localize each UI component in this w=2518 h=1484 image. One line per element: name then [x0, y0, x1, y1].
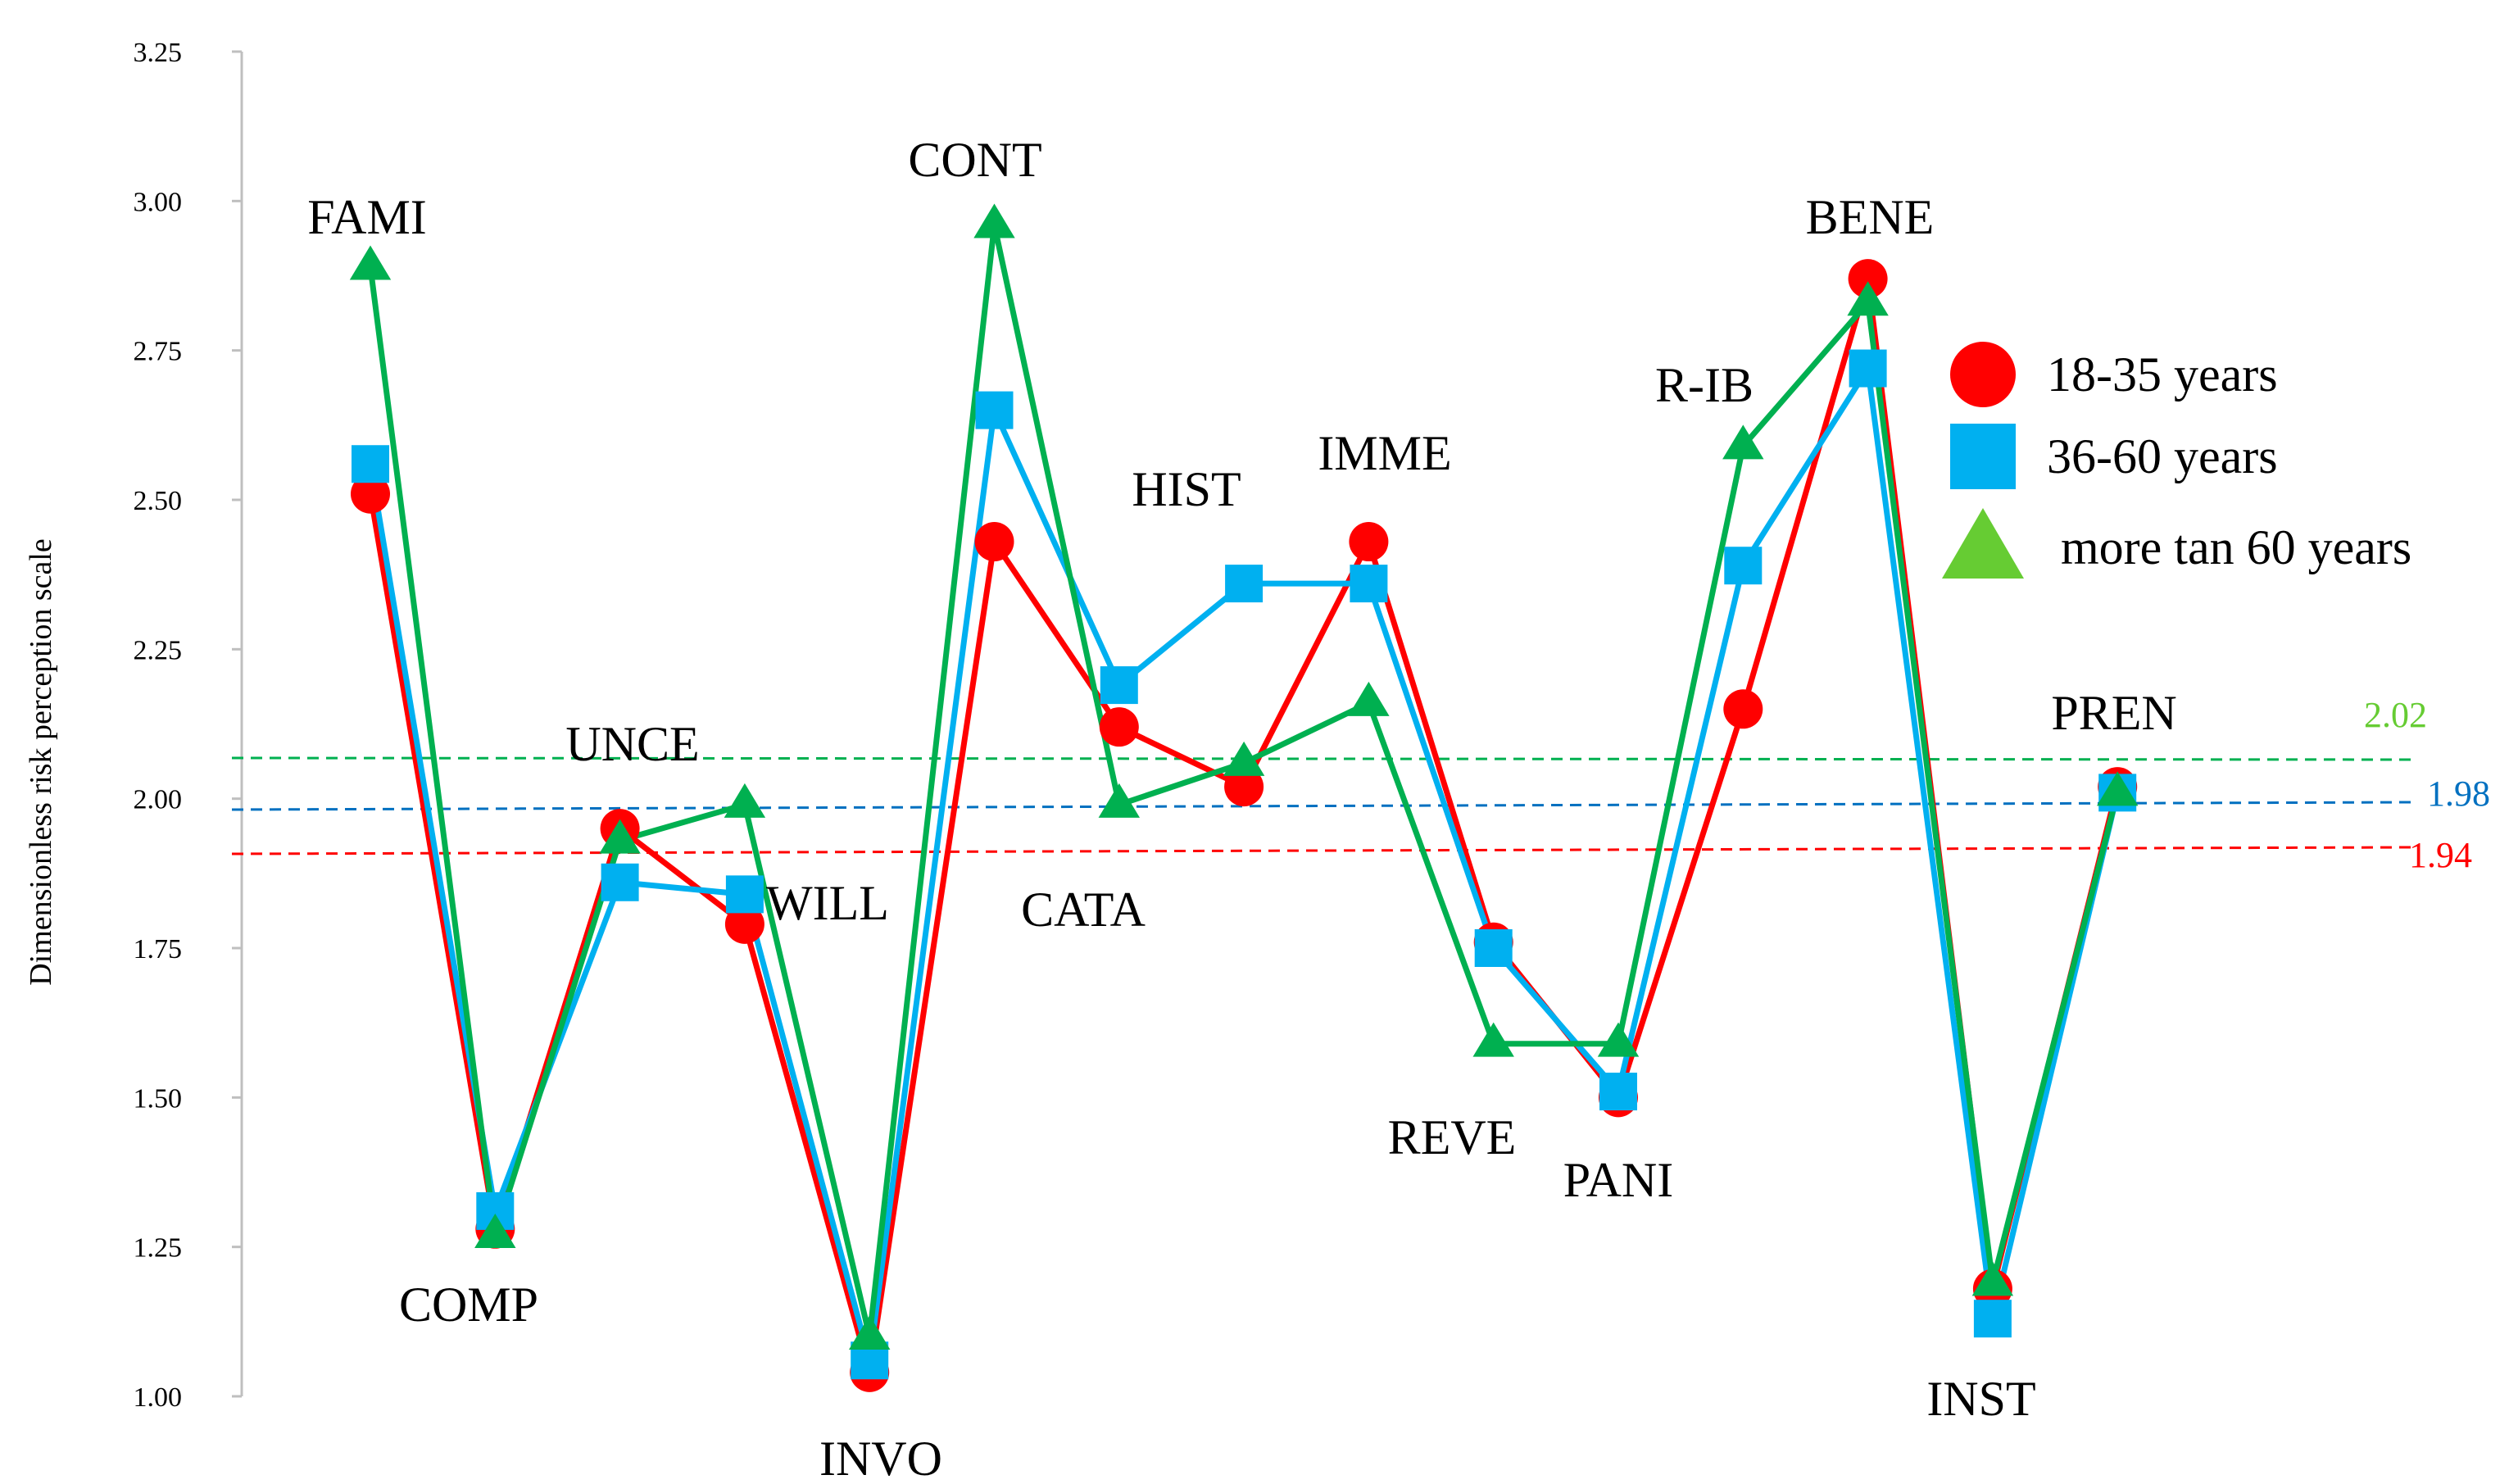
data-point — [1849, 349, 1887, 388]
data-point — [474, 1214, 516, 1249]
reference-line — [231, 801, 2414, 811]
category-label: IMME — [1318, 426, 1451, 480]
data-point — [1599, 1073, 1637, 1111]
category-label: CONT — [908, 133, 1041, 187]
legend-marker — [1950, 424, 2016, 489]
data-point — [1722, 424, 1764, 460]
reference-line-label: 1.98 — [2427, 774, 2490, 814]
legend-label: more tan 60 years — [2061, 520, 2411, 574]
data-point — [724, 783, 766, 818]
y-tick-label: 2.50 — [134, 486, 183, 516]
data-point — [1724, 547, 1763, 585]
data-point — [1225, 565, 1264, 603]
data-point — [1723, 689, 1763, 729]
data-point — [1224, 767, 1264, 807]
data-point — [2097, 771, 2139, 806]
data-point — [1847, 281, 1889, 316]
data-point — [974, 522, 1014, 562]
y-tick-label: 2.25 — [134, 635, 183, 665]
category-label: REVE — [1388, 1110, 1517, 1164]
category-label: PANI — [1563, 1153, 1674, 1207]
data-point — [725, 875, 764, 914]
data-point — [1348, 681, 1390, 716]
data-point — [973, 203, 1015, 238]
data-point — [1973, 1300, 2012, 1338]
y-tick-label: 2.75 — [134, 337, 183, 367]
reference-line — [231, 756, 2414, 761]
reference-line-label: 2.02 — [2364, 695, 2427, 735]
category-label: UNCE — [565, 717, 699, 771]
y-tick-label: 1.75 — [134, 934, 183, 964]
data-point — [975, 391, 1014, 429]
category-label: WILL — [766, 876, 889, 930]
data-point — [849, 1315, 891, 1350]
y-tick-label: 3.25 — [134, 38, 183, 68]
legend-marker — [1942, 508, 2024, 579]
data-point — [724, 904, 764, 944]
data-point — [1098, 783, 1140, 818]
data-point — [599, 819, 641, 854]
data-point — [1223, 741, 1265, 776]
data-point — [1597, 1022, 1640, 1057]
y-tick-label: 3.00 — [134, 187, 183, 217]
data-point — [1099, 707, 1139, 747]
category-label: HIST — [1132, 462, 1241, 516]
legend-marker — [1950, 342, 2016, 407]
legend-label: 18-35 years — [2047, 347, 2278, 402]
category-label: R-IB — [1655, 358, 1754, 412]
data-point — [1349, 522, 1389, 562]
data-point — [352, 445, 389, 483]
y-tick-label: 1.50 — [134, 1083, 183, 1114]
y-axis-title: Dimensionless risk perception scale — [24, 538, 58, 986]
reference-line — [231, 846, 2414, 855]
category-label: CATA — [1021, 883, 1146, 937]
y-tick-label: 2.00 — [134, 785, 183, 815]
data-point — [351, 474, 390, 514]
category-label: COMP — [399, 1278, 538, 1332]
data-point — [1100, 666, 1138, 705]
data-point — [601, 863, 639, 901]
data-point — [349, 245, 392, 280]
reference-line-label: 1.94 — [2409, 835, 2472, 875]
data-point — [1971, 1261, 2014, 1296]
category-label: INVO — [819, 1432, 942, 1484]
category-label: PREN — [2051, 686, 2176, 740]
data-point — [1474, 929, 1513, 967]
data-point — [1848, 259, 1888, 299]
y-tick-label: 1.00 — [134, 1382, 183, 1413]
data-point — [1472, 1022, 1514, 1057]
category-label: INST — [1926, 1372, 2035, 1426]
category-label: FAMI — [307, 190, 427, 244]
data-point — [1350, 565, 1388, 603]
legend-label: 36-60 years — [2047, 429, 2278, 483]
y-tick-label: 1.25 — [134, 1233, 183, 1264]
category-label: BENE — [1806, 190, 1935, 244]
